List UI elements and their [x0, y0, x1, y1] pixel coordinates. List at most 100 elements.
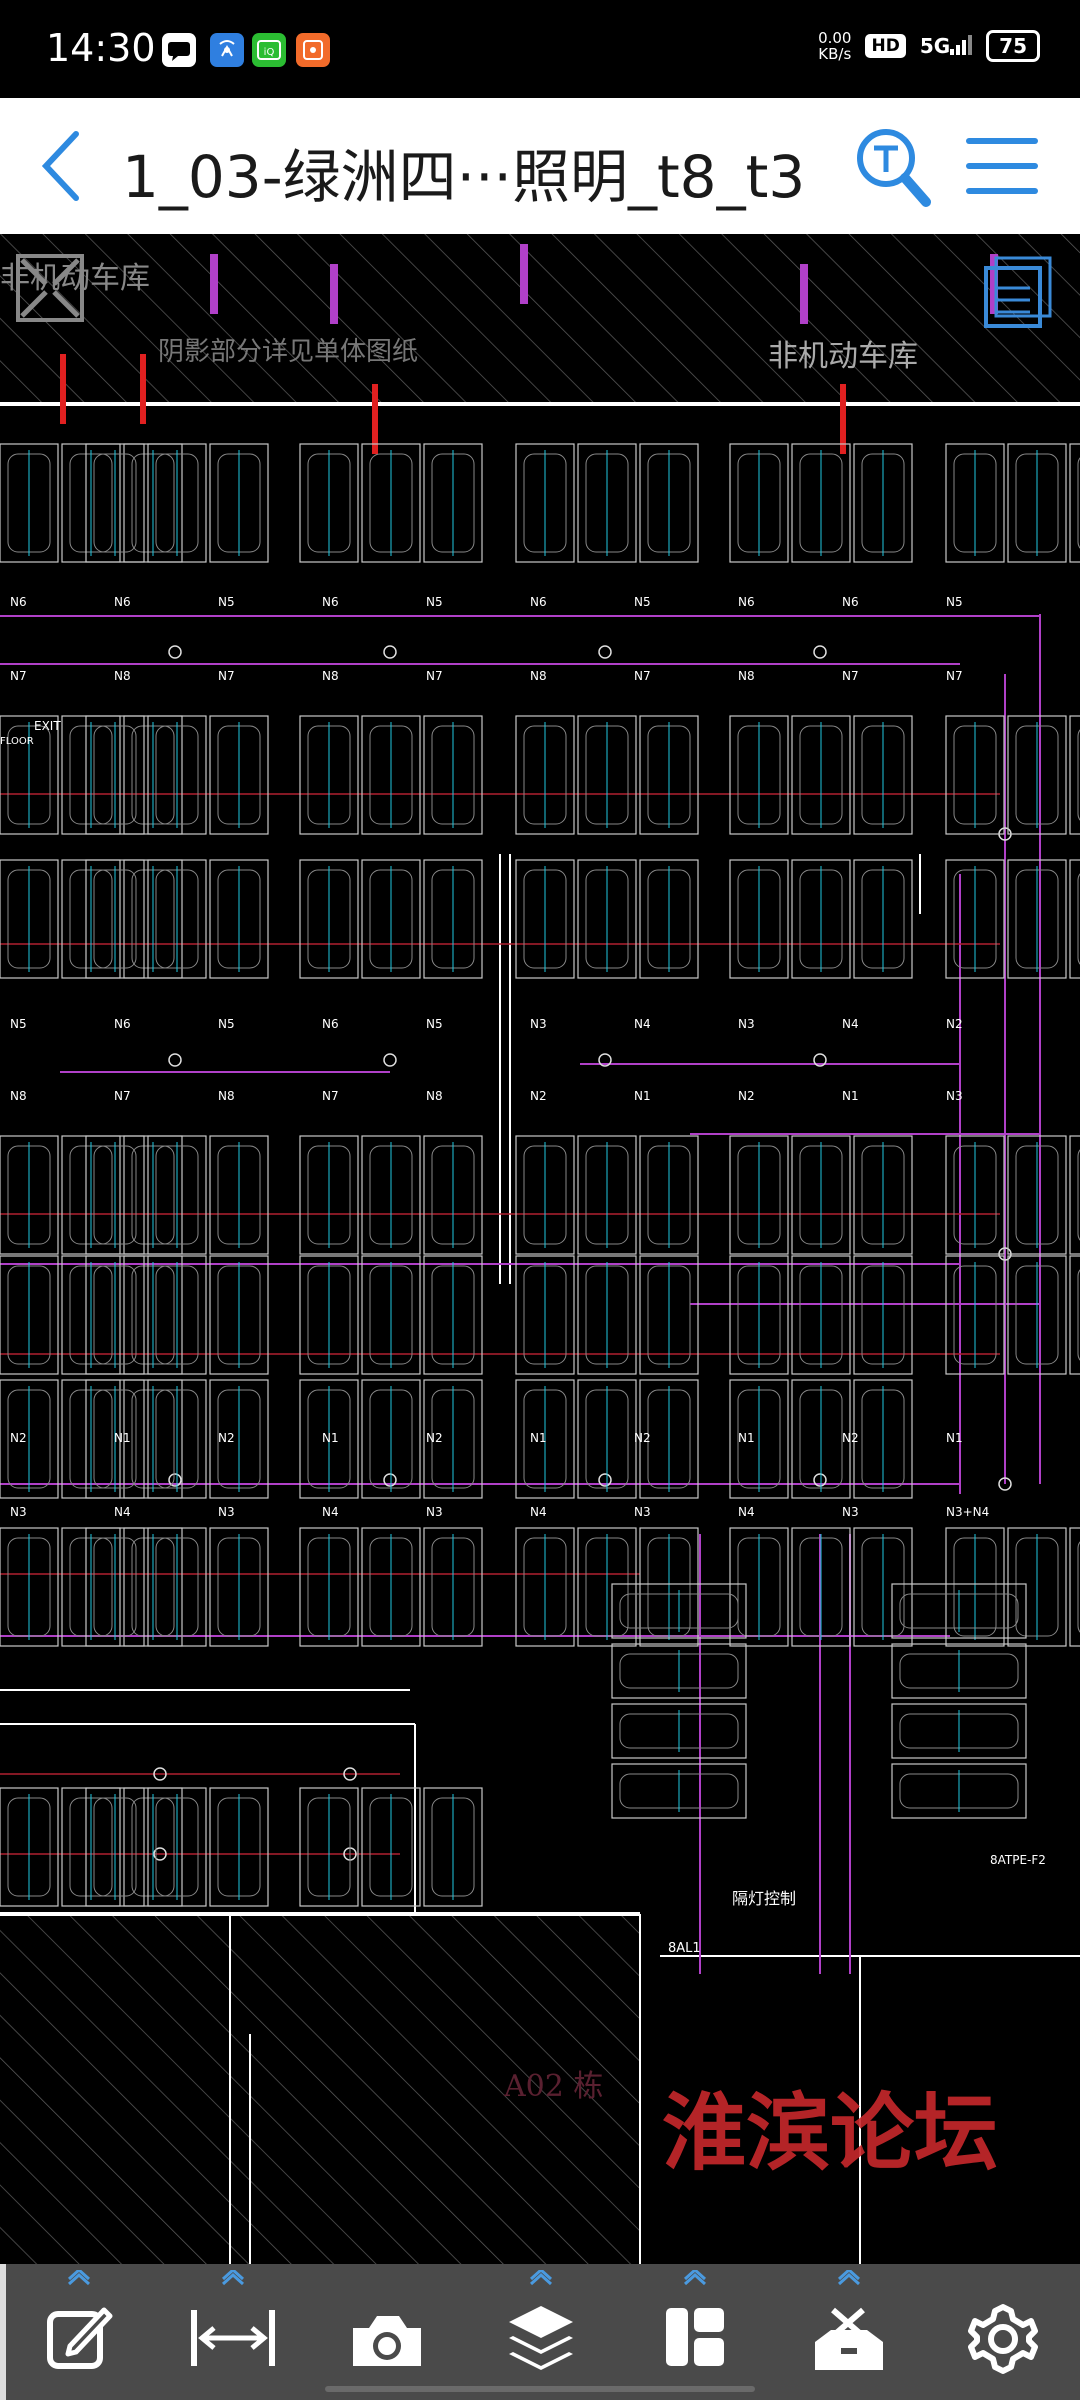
circuit-tag: N7 — [10, 669, 27, 683]
light-fixture — [383, 1053, 397, 1067]
parking-space — [577, 1255, 637, 1375]
parking-space — [729, 715, 789, 835]
parking-space — [853, 1255, 913, 1375]
shadow-note-label: 阴影部分详见单体图纸 — [158, 337, 418, 367]
toolbox-icon — [815, 2307, 883, 2370]
layers-icon — [509, 2306, 573, 2370]
lighting-circuits — [0, 614, 1041, 1974]
parking-space — [853, 443, 913, 563]
walls — [0, 244, 1080, 2264]
circuit-tag: N2 — [634, 1431, 651, 1445]
parking-space — [791, 1527, 851, 1647]
parking-space — [791, 1255, 851, 1375]
parking-space — [1007, 1135, 1067, 1255]
parking-space — [577, 1379, 637, 1499]
menu-button[interactable] — [964, 132, 1040, 200]
parking-space — [85, 1255, 145, 1375]
column-red — [840, 384, 846, 454]
circuit-tag: N1 — [530, 1431, 547, 1445]
parking-space — [299, 1135, 359, 1255]
circuit-tag: N3 — [10, 1505, 27, 1519]
circuit-tag: N7 — [114, 1089, 131, 1103]
parking-space — [147, 1379, 207, 1499]
circuit-tag: N4 — [842, 1017, 859, 1031]
parking-space — [891, 1643, 1027, 1699]
parking-space — [891, 1703, 1027, 1759]
light-fixture — [998, 1477, 1012, 1491]
layout-button[interactable] — [620, 2264, 770, 2400]
light-fixture — [813, 645, 827, 659]
parking-space — [423, 715, 483, 835]
watermark: 淮滨论坛 — [662, 2083, 998, 2182]
home-indicator[interactable] — [325, 2386, 755, 2392]
layers-button[interactable] — [466, 2264, 616, 2400]
chevron-up-icon — [837, 2270, 861, 2286]
chevron-up-icon — [67, 2270, 91, 2286]
circuit-tag: N5 — [634, 595, 651, 609]
parking-space — [209, 1135, 269, 1255]
circuit-tag: N3 — [218, 1505, 235, 1519]
circuit-tag: N6 — [114, 1017, 131, 1031]
parking-space — [729, 443, 789, 563]
parking-space — [515, 715, 575, 835]
parking-space — [361, 715, 421, 835]
parking-space — [639, 443, 699, 563]
parking-space — [791, 715, 851, 835]
back-button[interactable] — [34, 128, 94, 204]
parking-space — [299, 715, 359, 835]
light-fixture — [598, 1053, 612, 1067]
light-fixture — [168, 1053, 182, 1067]
chevron-up-icon — [529, 2270, 553, 2286]
camera-button[interactable] — [312, 2264, 462, 2400]
status-bar: 14:30 iQ 0.00 KB/s HD 5G 75 — [0, 0, 1080, 98]
area-label: A02 栋 — [503, 2069, 603, 2104]
car-outline — [1077, 1149, 1080, 1241]
light-fixture — [153, 1767, 167, 1781]
circuit-tag: N4 — [322, 1505, 339, 1519]
column-red — [140, 354, 146, 424]
circuit-tag: N8 — [218, 1089, 235, 1103]
parking-space — [299, 443, 359, 563]
parking-space — [945, 1527, 1005, 1647]
parking-space — [361, 1135, 421, 1255]
toolbox-button[interactable] — [774, 2264, 924, 2400]
circuit-tag: N6 — [322, 595, 339, 609]
camera-icon — [353, 2316, 421, 2366]
parking-space — [945, 859, 1005, 979]
settings-gear-icon — [968, 2304, 1038, 2374]
parking-space — [209, 859, 269, 979]
parking-space — [209, 1787, 269, 1907]
layout-tabs-icon[interactable] — [984, 256, 1052, 328]
measure-button[interactable] — [158, 2264, 308, 2400]
circuit-tag: N4 — [530, 1505, 547, 1519]
parking-space — [577, 1527, 637, 1647]
car-outline — [1077, 729, 1080, 821]
parking-space — [577, 715, 637, 835]
column-red — [372, 384, 378, 454]
parking-space — [729, 1527, 789, 1647]
parking-space — [639, 1527, 699, 1647]
chevron-left-icon — [41, 131, 79, 201]
parking-space — [209, 715, 269, 835]
circuit-tag: N4 — [114, 1505, 131, 1519]
parking-space — [945, 715, 1005, 835]
circuit-tag: N6 — [114, 595, 131, 609]
parking-space — [515, 859, 575, 979]
annotate-button[interactable] — [4, 2264, 154, 2400]
parking-space — [611, 1703, 747, 1759]
parking-space — [515, 1135, 575, 1255]
text-search-button[interactable] — [852, 124, 932, 210]
parking-space — [1007, 1255, 1067, 1375]
parking-space — [945, 1135, 1005, 1255]
circuit-tag: N7 — [322, 1089, 339, 1103]
circuit-tag: N2 — [946, 1017, 963, 1031]
parking-space — [515, 1255, 575, 1375]
parking-space — [0, 443, 59, 563]
settings-button[interactable] — [928, 2264, 1078, 2400]
expand-view-icon[interactable] — [16, 254, 84, 322]
circuit-tag: N5 — [10, 1017, 27, 1031]
circuit-tag: N5 — [218, 595, 235, 609]
parking-space — [791, 443, 851, 563]
